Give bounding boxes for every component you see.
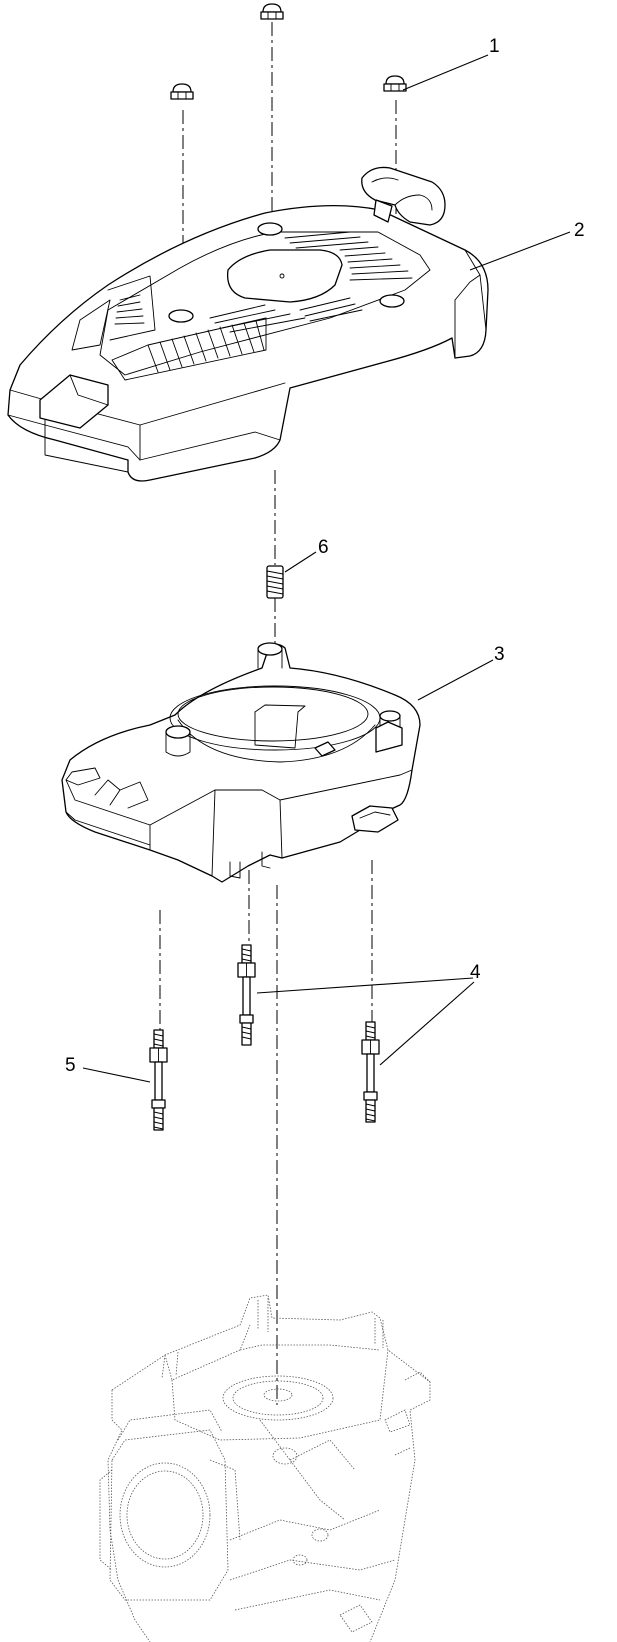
stud-4-center bbox=[237, 944, 256, 1046]
blower-housing bbox=[61, 642, 421, 883]
callout-3: 3 bbox=[494, 644, 505, 665]
callout-labels: 1 2 3 4 5 6 bbox=[65, 36, 585, 1076]
acorn-nut-top bbox=[260, 3, 284, 20]
cover-boss-left bbox=[168, 309, 194, 323]
acorn-nut-right bbox=[383, 75, 407, 92]
nut-6 bbox=[266, 565, 284, 599]
cover-boss-top bbox=[257, 222, 283, 236]
stud-4-right bbox=[361, 1021, 380, 1123]
callout-4: 4 bbox=[470, 962, 481, 983]
leader-lines bbox=[82, 54, 571, 1083]
callout-2: 2 bbox=[574, 220, 585, 241]
starter-handle bbox=[361, 166, 446, 226]
stud-5 bbox=[149, 1029, 168, 1131]
blower-housing-cover bbox=[7, 166, 489, 482]
engine-block-reference bbox=[99, 1294, 431, 1642]
callout-1: 1 bbox=[489, 36, 500, 57]
acorn-nut-left bbox=[170, 83, 194, 100]
cover-vent-slats bbox=[107, 231, 413, 381]
cover-boss-right bbox=[379, 294, 405, 308]
callout-5: 5 bbox=[65, 1055, 76, 1076]
callout-6: 6 bbox=[318, 537, 329, 558]
